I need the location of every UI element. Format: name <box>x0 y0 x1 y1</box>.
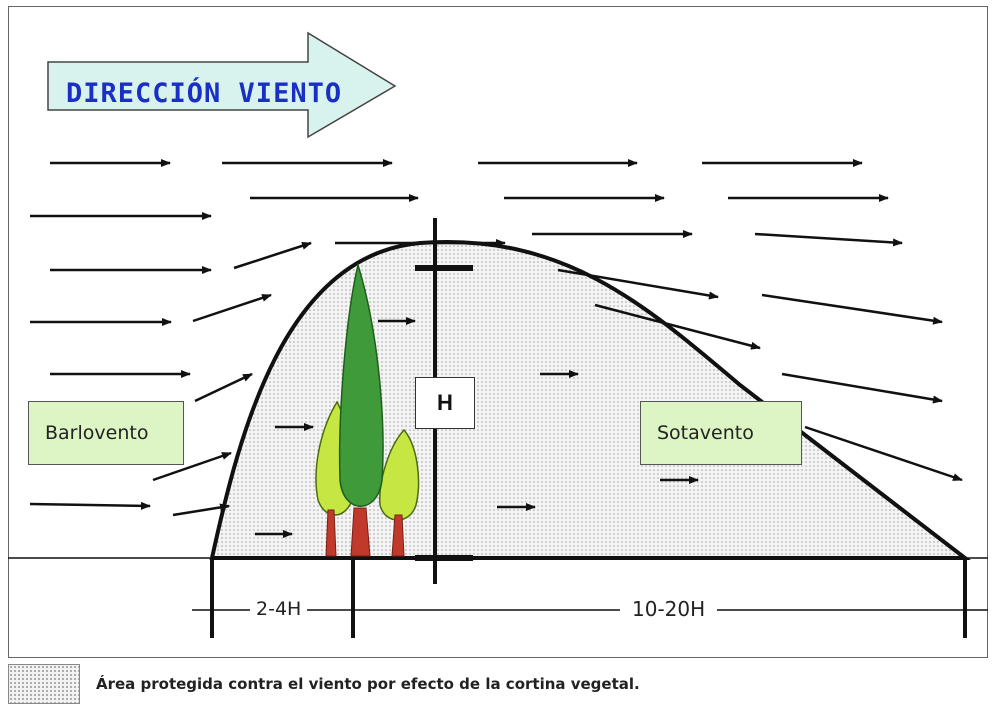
wind-arrow <box>761 293 943 325</box>
leeward-distance-label: 10-20H <box>620 597 718 621</box>
diagram-frame <box>8 6 988 658</box>
wind-arrow <box>172 503 230 517</box>
tree-trunks <box>325 507 405 557</box>
windward-distance-label: 2-4H <box>250 598 308 620</box>
wind-arrow <box>781 372 943 404</box>
legend-swatch <box>8 664 80 704</box>
distance-markers <box>192 558 988 638</box>
wind-arrow <box>557 268 719 300</box>
height-label: H <box>437 390 453 415</box>
wind-arrow <box>804 425 963 482</box>
wind-arrow <box>594 303 761 350</box>
height-label-box: H <box>415 377 475 429</box>
windward-label: Barlovento <box>28 401 184 465</box>
wind-arrow <box>194 372 253 403</box>
wind-arrow <box>192 293 272 323</box>
tree-windbreak <box>315 262 420 557</box>
legend-text: Área protegida contra el viento por efec… <box>96 675 640 693</box>
wind-arrow <box>754 232 903 247</box>
windward-label-text: Barlovento <box>45 422 149 444</box>
wind-arrow <box>233 241 312 270</box>
wind-arrow <box>29 501 151 510</box>
leeward-label: Sotavento <box>640 401 802 465</box>
leeward-label-text: Sotavento <box>657 422 754 444</box>
wind-flow-arrows <box>29 159 963 538</box>
wind-direction-label: DIRECCIÓN VIENTO <box>66 77 342 109</box>
wind-direction-arrow: DIRECCIÓN VIENTO <box>47 31 397 139</box>
wind-arrow <box>152 451 232 482</box>
tree-center <box>338 262 384 507</box>
